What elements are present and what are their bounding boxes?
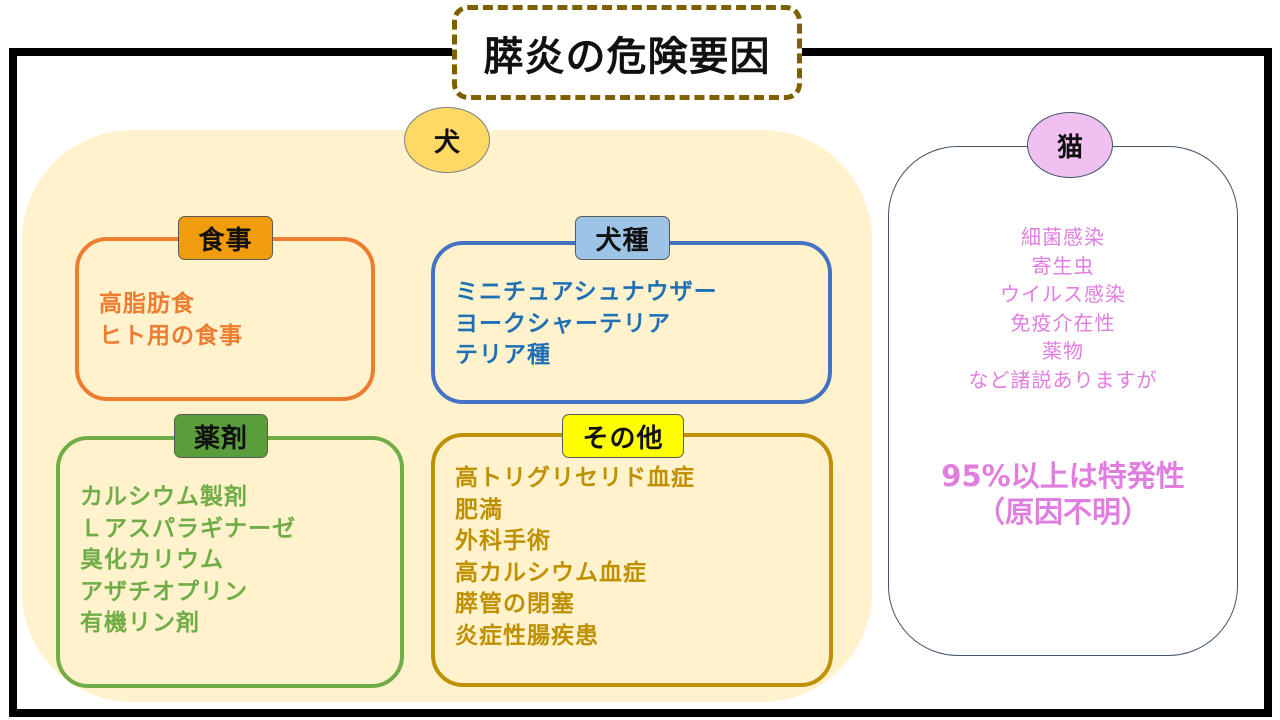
conclusion-line: 95%以上は特発性 bbox=[941, 459, 1185, 493]
list-item: 細菌感染 bbox=[1021, 225, 1105, 249]
dog-badge: 犬 bbox=[404, 107, 490, 173]
label-drug: 薬剤 bbox=[174, 414, 268, 458]
list-item: ヨークシャーテリア bbox=[455, 310, 671, 337]
list-item: 肥満 bbox=[455, 496, 503, 523]
breed-list: ミニチュアシュナウザー ヨークシャーテリア テリア種 bbox=[455, 277, 718, 372]
group-breed: ミニチュアシュナウザー ヨークシャーテリア テリア種 bbox=[431, 241, 832, 404]
list-item: 外科手術 bbox=[455, 528, 551, 554]
list-item: ミニチュアシュナウザー bbox=[455, 279, 718, 305]
list-item: 高カルシウム血症 bbox=[455, 559, 647, 586]
label-breed-text: 犬種 bbox=[595, 225, 650, 256]
label-other: その他 bbox=[562, 414, 684, 458]
label-other-text: その他 bbox=[582, 423, 664, 454]
list-item: Ｌアスパラギナーゼ bbox=[80, 515, 296, 542]
list-item: カルシウム製剤 bbox=[80, 484, 248, 510]
list-item: 有機リン剤 bbox=[80, 610, 200, 636]
list-item: 免疫介在性 bbox=[1010, 310, 1116, 335]
label-food: 食事 bbox=[178, 216, 273, 260]
drug-list: カルシウム製剤 Ｌアスパラギナーゼ 臭化カリウム アザチオプリン 有機リン剤 bbox=[80, 482, 296, 640]
label-breed: 犬種 bbox=[575, 216, 670, 260]
conclusion-line: （原因不明） bbox=[975, 495, 1150, 529]
group-drug: カルシウム製剤 Ｌアスパラギナーゼ 臭化カリウム アザチオプリン 有機リン剤 bbox=[56, 436, 404, 688]
dog-badge-label: 犬 bbox=[433, 127, 460, 158]
other-list: 高トリグリセリド血症 肥満 外科手術 高カルシウム血症 膵管の閉塞 炎症性腸疾患 bbox=[455, 463, 695, 652]
group-other: 高トリグリセリド血症 肥満 外科手術 高カルシウム血症 膵管の閉塞 炎症性腸疾患 bbox=[431, 433, 833, 687]
food-list: 高脂肪食 ヒト用の食事 bbox=[99, 289, 243, 352]
list-item: ヒト用の食事 bbox=[99, 322, 243, 349]
list-item: 高トリグリセリド血症 bbox=[455, 465, 695, 491]
group-food: 高脂肪食 ヒト用の食事 bbox=[75, 237, 375, 401]
list-item: 炎症性腸疾患 bbox=[455, 622, 599, 649]
list-item: アザチオプリン bbox=[80, 578, 248, 605]
list-item: ウイルス感染 bbox=[1000, 282, 1126, 306]
cat-cause-list: 細菌感染 寄生虫 ウイルス感染 免疫介在性 薬物 など諸説ありますが bbox=[888, 223, 1238, 394]
list-item: 臭化カリウム bbox=[80, 547, 224, 573]
list-item: 寄生虫 bbox=[1031, 253, 1095, 278]
label-drug-text: 薬剤 bbox=[193, 423, 248, 454]
cat-badge: 猫 bbox=[1027, 112, 1113, 178]
page-title: 膵炎の危険要因 bbox=[483, 33, 771, 80]
list-item: 薬物 bbox=[1042, 339, 1084, 363]
cat-panel bbox=[888, 146, 1238, 656]
title-box: 膵炎の危険要因 bbox=[452, 5, 802, 100]
cat-conclusion: 95%以上は特発性 （原因不明） bbox=[888, 458, 1238, 530]
list-item: など諸説ありますが bbox=[968, 367, 1158, 392]
list-item: 膵管の閉塞 bbox=[455, 591, 575, 617]
label-food-text: 食事 bbox=[198, 225, 253, 256]
list-item: テリア種 bbox=[455, 342, 551, 368]
cat-badge-label: 猫 bbox=[1056, 132, 1083, 163]
list-item: 高脂肪食 bbox=[99, 291, 195, 317]
